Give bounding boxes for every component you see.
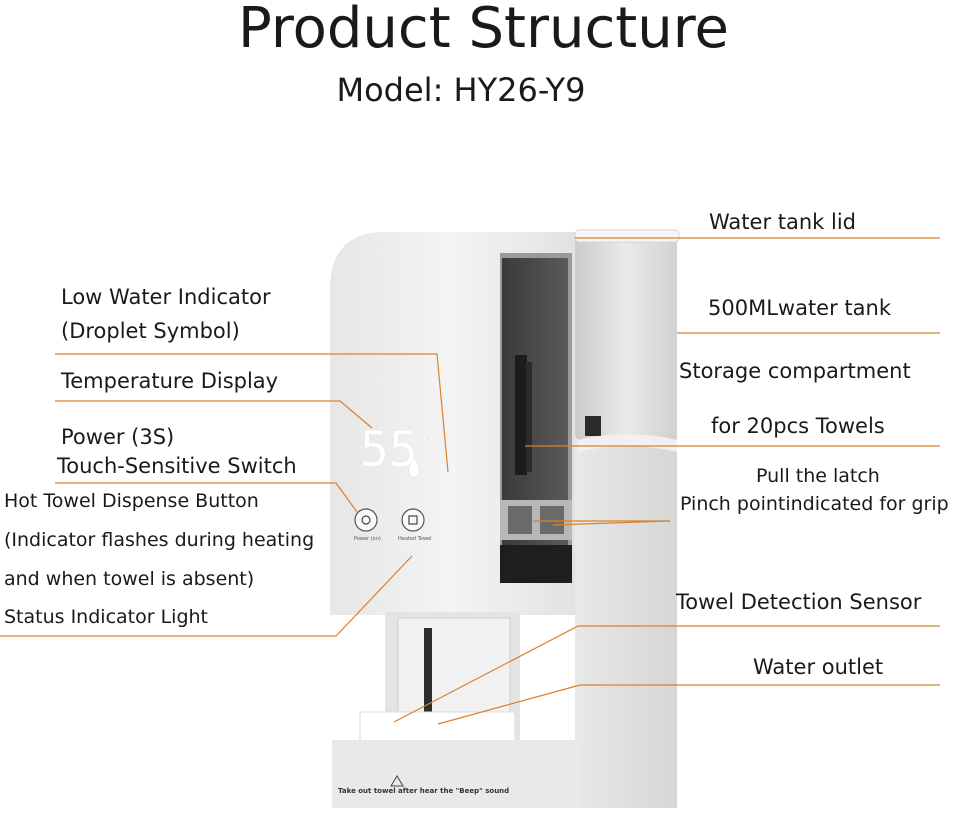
label-dispense-2: (Indicator flashes during heating (4, 529, 315, 551)
label-dispense-1: Hot Towel Dispense Button (4, 490, 259, 512)
label-tank: 500MLwater tank (708, 296, 891, 320)
temperature-unit: °C (417, 430, 432, 444)
label-power-2: Touch-Sensitive Switch (57, 454, 297, 478)
water-tank (575, 236, 677, 440)
label-power-1: Power (3S) (61, 425, 175, 449)
label-storage-2: for 20pcs Towels (711, 414, 885, 438)
label-dispense-3: and when towel is absent) (4, 568, 255, 590)
dispense-button-caption: Heated Towel (398, 536, 432, 542)
power-button[interactable] (354, 508, 378, 532)
water-tank-lid (574, 229, 680, 243)
right-tower (575, 430, 677, 808)
towel-tray (359, 711, 516, 743)
droplet-icon (408, 456, 420, 478)
label-status-light: Status Indicator Light (4, 606, 208, 628)
lower-dark-strip (424, 628, 432, 716)
label-latch-1: Pull the latch (756, 465, 880, 487)
page-title: Product Structure (238, 0, 729, 61)
label-sensor: Towel Detection Sensor (676, 590, 922, 614)
warning-icon (390, 775, 404, 787)
model-subtitle: Model: HY26-Y9 (336, 71, 586, 109)
tank-cap (585, 416, 601, 436)
label-low-water-1: Low Water Indicator (61, 285, 271, 309)
dispense-button[interactable] (401, 508, 425, 532)
temperature-digits: 55 (360, 422, 418, 478)
base-warning: Take out towel after hear the "Beep" sou… (338, 787, 510, 795)
device-base (332, 740, 578, 808)
label-storage-1: Storage compartment (679, 359, 911, 383)
lower-window (397, 617, 511, 721)
label-tank-lid: Water tank lid (709, 210, 856, 234)
leader-lines (0, 237, 940, 725)
label-outlet: Water outlet (753, 655, 884, 679)
label-temperature-display: Temperature Display (61, 369, 279, 393)
label-latch-2: Pinch pointindicated for grip (680, 493, 949, 515)
label-low-water-2: (Droplet Symbol) (61, 319, 240, 343)
power-button-caption: Power (on) (354, 536, 381, 542)
